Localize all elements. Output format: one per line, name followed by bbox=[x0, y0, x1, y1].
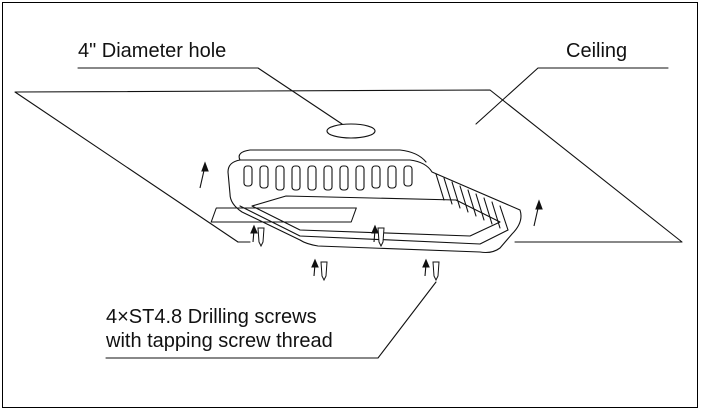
ceiling-plane bbox=[14, 89, 683, 243]
hole-leader-line bbox=[77, 67, 343, 125]
drawing-frame bbox=[2, 2, 698, 408]
screws-leader-line bbox=[105, 281, 437, 359]
unit-top-edge bbox=[238, 149, 427, 163]
ceiling-label: Ceiling bbox=[566, 40, 628, 62]
unit-front-lower bbox=[239, 205, 509, 245]
screws-label-line2: with tapping screw thread bbox=[106, 330, 333, 352]
bottom-panel bbox=[251, 195, 501, 237]
unit-housing bbox=[227, 159, 522, 254]
front-grille bbox=[243, 165, 413, 191]
display-window bbox=[210, 207, 357, 223]
side-grille bbox=[435, 173, 509, 231]
up-arrow-icon bbox=[199, 161, 543, 277]
ceiling-leader-line bbox=[475, 67, 669, 125]
screw-icon bbox=[257, 227, 440, 282]
diameter-hole bbox=[326, 123, 376, 139]
screws-label-line1: 4×ST4.8 Drilling screws bbox=[106, 306, 317, 328]
hole-label: 4" Diameter hole bbox=[78, 40, 227, 62]
